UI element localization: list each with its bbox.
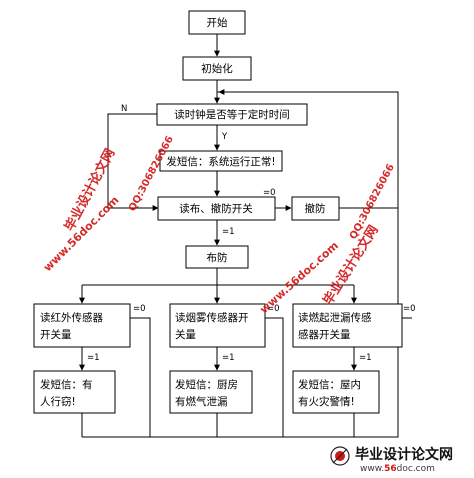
edge-label-ir-zero: =0: [133, 304, 146, 314]
node-sms-intruder-line-2: 人行窃!: [40, 395, 76, 408]
node-sms-intruder: 发短信：有 人行窃!: [33, 370, 116, 414]
node-arm-label: 布防: [207, 251, 228, 264]
edge-ir-zero: [130, 317, 151, 437]
node-read-clock-label: 读时钟是否等于定时时间: [174, 108, 290, 121]
node-gas-sensor-line-1: 读燃起泄漏传感: [298, 311, 372, 324]
node-disarm: 撤防: [291, 196, 340, 221]
node-sms-gas: 发短信：厨房 有燃气泄漏: [169, 370, 253, 414]
flowchart-nodes: 开始 初始化 读时钟是否等于定时时间 发短信：系统运行正常! 读布、撤防开关 撤…: [33, 10, 403, 414]
node-sms-intruder-line-1: 发短信：有: [40, 378, 93, 391]
node-start-label: 开始: [207, 16, 228, 29]
node-smoke-sensor: 读烟雾传感器开 关量: [169, 303, 266, 348]
node-ir-sensor: 读红外传感器 开关量: [33, 303, 131, 348]
node-sms-fire-line-2: 有火灾警情!: [298, 395, 355, 408]
node-ir-sensor-line-2: 开关量: [40, 328, 72, 341]
node-gas-sensor-line-2: 感器开关量: [298, 328, 351, 341]
edge-label-yes: Y: [221, 132, 228, 142]
node-sms-ok: 发短信：系统运行正常!: [159, 150, 283, 172]
logo-emblem-icon: [330, 446, 350, 466]
node-sms-ok-label: 发短信：系统运行正常!: [166, 155, 275, 168]
edge-label-arm-zero: =0: [263, 188, 276, 198]
node-sms-fire: 发短信：屋内 有火灾警情!: [292, 370, 380, 414]
edge-readclock-no-loop: [107, 113, 159, 211]
footer-url-number: 56: [384, 464, 397, 474]
edge-label-no: N: [121, 104, 127, 114]
edge-label-gas-one: =1: [359, 353, 372, 363]
node-sms-gas-line-2: 有燃气泄漏: [175, 395, 228, 408]
node-smoke-sensor-line-1: 读烟雾传感器开: [175, 311, 249, 324]
footer-logo: 毕业设计论文网 www.56doc.com: [330, 446, 453, 474]
edge-label-arm-one: =1: [222, 227, 235, 237]
node-init: 初始化: [182, 56, 252, 81]
node-ir-sensor-line-1: 读红外传感器: [40, 311, 103, 324]
node-start: 开始: [188, 10, 246, 35]
edge-smoke-zero: [265, 317, 284, 437]
edge-label-gas-zero: =0: [403, 304, 416, 314]
edge-label-ir-one: =1: [87, 353, 100, 363]
footer-url-suffix: doc.com: [397, 464, 435, 474]
node-smoke-sensor-line-2: 关量: [175, 328, 196, 341]
node-read-arm: 读布、撤防开关: [157, 196, 276, 221]
footer-logo-text: 毕业设计论文网: [355, 446, 453, 463]
node-gas-sensor: 读燃起泄漏传感 感器开关量: [292, 303, 403, 348]
node-read-clock: 读时钟是否等于定时时间: [156, 103, 308, 126]
edge-label-smoke-zero: =0: [267, 304, 280, 314]
node-sms-gas-line-1: 发短信：厨房: [175, 378, 238, 391]
footer-url-prefix: www.: [360, 464, 384, 474]
node-arm: 布防: [185, 245, 249, 269]
footer-url: www.56doc.com: [360, 464, 435, 474]
node-sms-fire-line-1: 发短信：屋内: [298, 378, 361, 391]
flowchart-edges: [79, 34, 412, 438]
edge-label-smoke-one: =1: [222, 353, 235, 363]
node-disarm-label: 撤防: [305, 202, 326, 215]
node-init-label: 初始化: [201, 62, 233, 75]
node-read-arm-label: 读布、撤防开关: [179, 202, 253, 215]
flowchart-edge-labels: N Y =0 =1 =0 =0 =0 =1 =1 =1: [87, 104, 416, 363]
edge-return-loop: [217, 91, 399, 438]
